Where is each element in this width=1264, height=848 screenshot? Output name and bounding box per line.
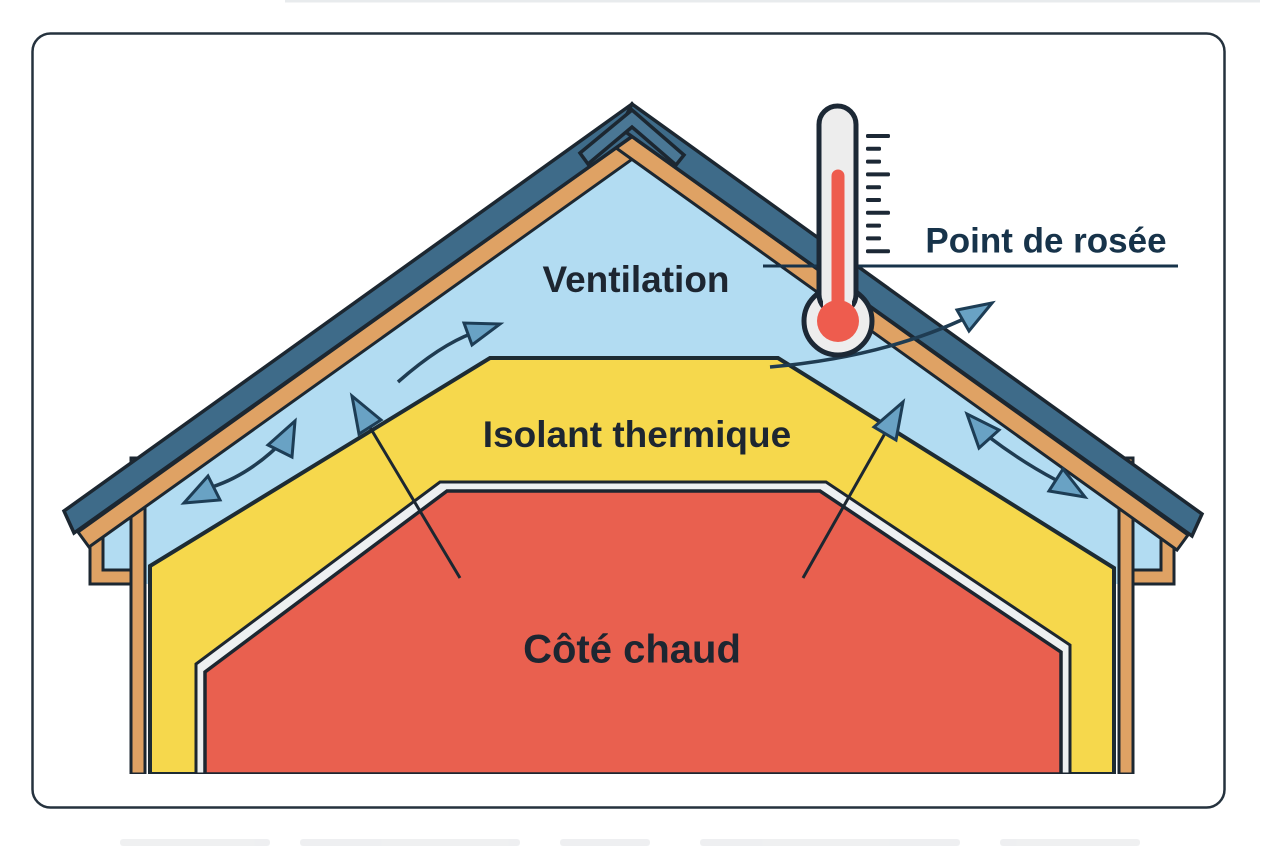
airflow-arrow-ridge-exit bbox=[769, 300, 996, 369]
heat-leader-right bbox=[801, 398, 906, 579]
ridge-cap bbox=[577, 107, 687, 168]
bottom-crop bbox=[60, 774, 1200, 800]
airflow-curve bbox=[396, 331, 474, 384]
airflow-curve bbox=[987, 435, 1057, 482]
arrowhead-icon bbox=[180, 473, 223, 505]
arrowhead-icon bbox=[954, 300, 996, 334]
thermometer-icon bbox=[801, 103, 890, 358]
leader-line bbox=[366, 423, 462, 579]
airflow-curve bbox=[769, 314, 971, 369]
arrowhead-icon bbox=[964, 410, 1002, 451]
airflow-arrow-right-slope bbox=[964, 410, 1089, 500]
thermometer-scale-ticks bbox=[866, 134, 890, 254]
thermometer-fluid-bulb bbox=[817, 300, 859, 342]
arrowhead-icon bbox=[871, 398, 906, 443]
airflow-arrow-mid bbox=[396, 321, 505, 384]
dew-point-label: Point de rosée bbox=[925, 221, 1166, 260]
leader-line bbox=[801, 427, 890, 579]
arrowhead-icon bbox=[461, 321, 505, 348]
warm-side-label: Côté chaud bbox=[523, 628, 741, 672]
arrowhead-icon bbox=[1046, 466, 1089, 500]
insulation-label: Isolant thermique bbox=[483, 414, 791, 455]
airflow-arrow-left-slope bbox=[180, 417, 297, 505]
diagram-border bbox=[31, 32, 1226, 809]
heat-leader-left bbox=[349, 392, 462, 579]
edge-artifact bbox=[120, 839, 1140, 846]
arrowhead-icon bbox=[265, 417, 297, 460]
edge-artifact bbox=[285, 0, 1260, 3]
arrowhead-icon bbox=[349, 392, 384, 437]
ventilation-label: Ventilation bbox=[542, 259, 729, 300]
